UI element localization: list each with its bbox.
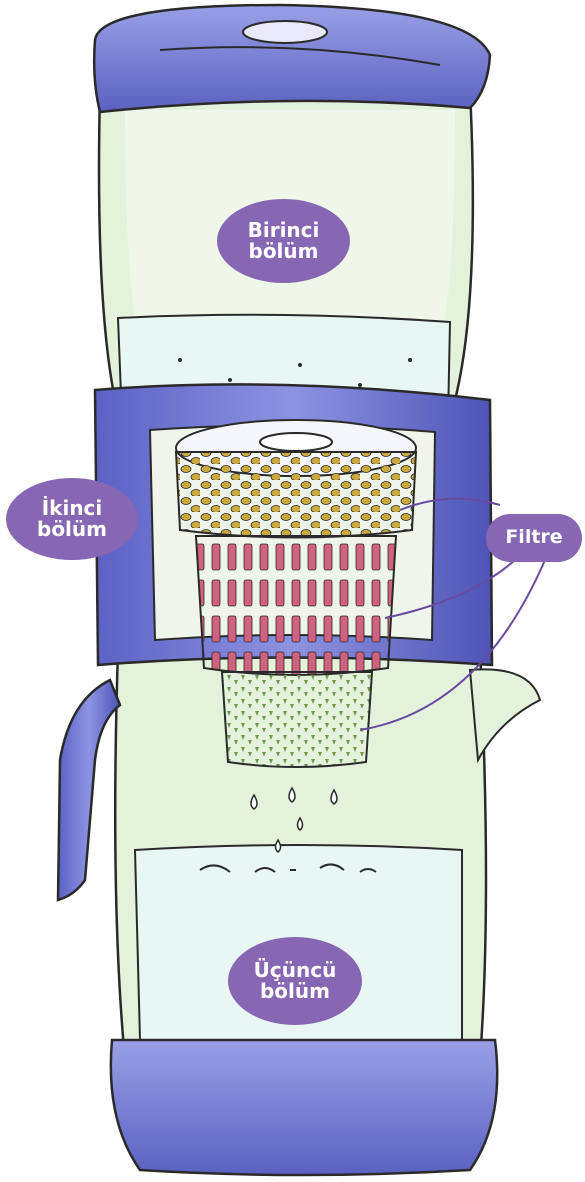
lid [94,5,490,112]
third-section-label: Üçüncü bölüm [228,937,362,1025]
filter-stage-beads [176,452,416,538]
spout [470,669,540,760]
handle [58,680,120,900]
filter-stage-slots [196,536,396,675]
filter-stage-fine [222,672,372,767]
second-section-label: İkinci bölüm [6,478,138,560]
filter-label: Filtre [486,514,582,562]
base [111,1040,497,1175]
first-section-label: Birinci bölüm [217,199,350,283]
